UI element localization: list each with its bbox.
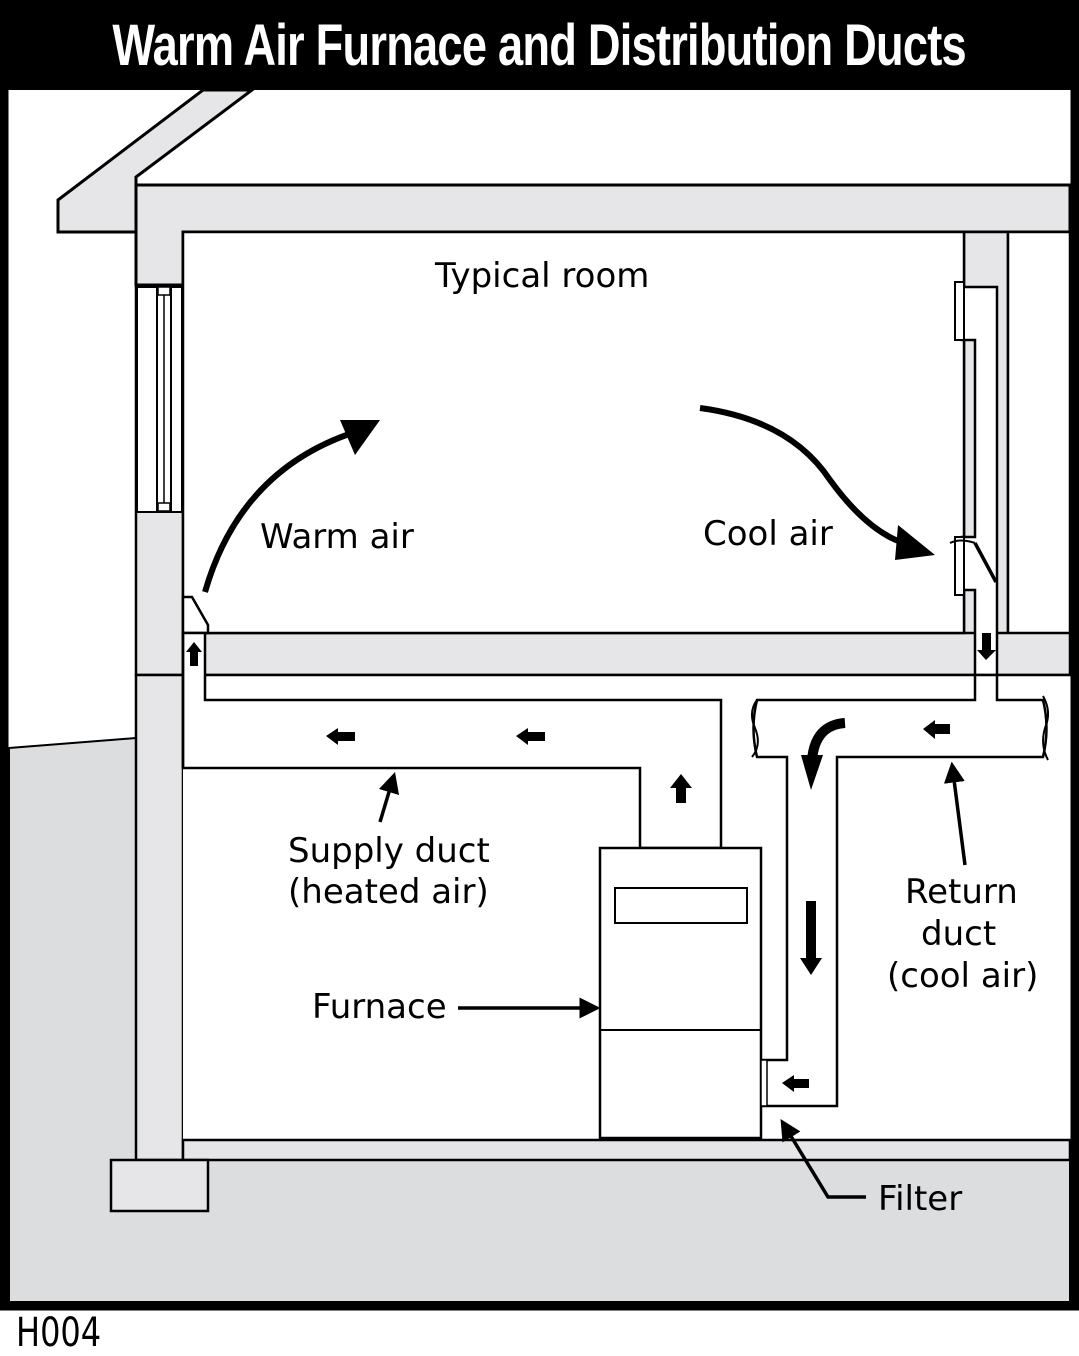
footing <box>109 1158 210 1213</box>
warm-air-arrow <box>202 429 356 593</box>
arrow-left-supply-1 <box>326 728 355 745</box>
label-supply-duct: Supply duct <box>288 831 490 871</box>
label-warm-air: Warm air <box>260 517 414 557</box>
filter-leader <box>780 1119 866 1199</box>
return-duct-leader <box>943 761 967 866</box>
warm-air-arrowhead <box>340 420 380 455</box>
adjacent-room <box>1006 230 1072 636</box>
supply-register <box>181 595 210 635</box>
arrow-left-supply-2 <box>516 728 545 745</box>
floor-slab <box>181 631 1072 677</box>
label-cool-air: Cool air <box>703 514 833 554</box>
label-typical-room: Typical room <box>434 256 649 296</box>
label-filter: Filter <box>878 1179 962 1219</box>
arrow-left-return <box>923 720 950 739</box>
left-wall-lower <box>134 673 185 1162</box>
cool-air-arrow <box>699 405 911 548</box>
arrow-turn-return-head <box>801 755 823 790</box>
label-return-cool-air: (cool air) <box>887 956 1038 996</box>
arrow-down-return <box>800 901 822 975</box>
roof <box>56 88 257 234</box>
typical-room <box>181 230 966 635</box>
return-grille-lower <box>954 536 965 596</box>
arrow-left-filter <box>782 1075 809 1092</box>
arrow-turn-return <box>807 718 846 761</box>
arrow-up-register <box>186 642 202 666</box>
cool-air-arrowhead <box>895 525 935 560</box>
label-return-duct: duct <box>921 914 996 954</box>
return-grille-upper <box>954 281 965 341</box>
title-bar: Warm Air Furnace and Distribution Ducts <box>0 0 1079 90</box>
filter <box>760 1059 768 1107</box>
basement-slab <box>181 1138 1072 1162</box>
return-trunk-duct <box>752 673 1048 1108</box>
label-return: Return <box>905 872 1018 912</box>
label-supply-duct-sub: (heated air) <box>288 872 489 912</box>
flow-arrows <box>186 633 996 1092</box>
supply-duct-leader <box>378 771 400 823</box>
label-furnace: Furnace <box>312 987 447 1027</box>
figure-code: H004 <box>16 1310 102 1356</box>
page-title: Warm Air Furnace and Distribution Ducts <box>112 12 967 78</box>
furnace-panel <box>614 887 748 924</box>
arrow-up-furnace <box>670 774 692 803</box>
arrow-down-wall-duct <box>977 633 996 660</box>
